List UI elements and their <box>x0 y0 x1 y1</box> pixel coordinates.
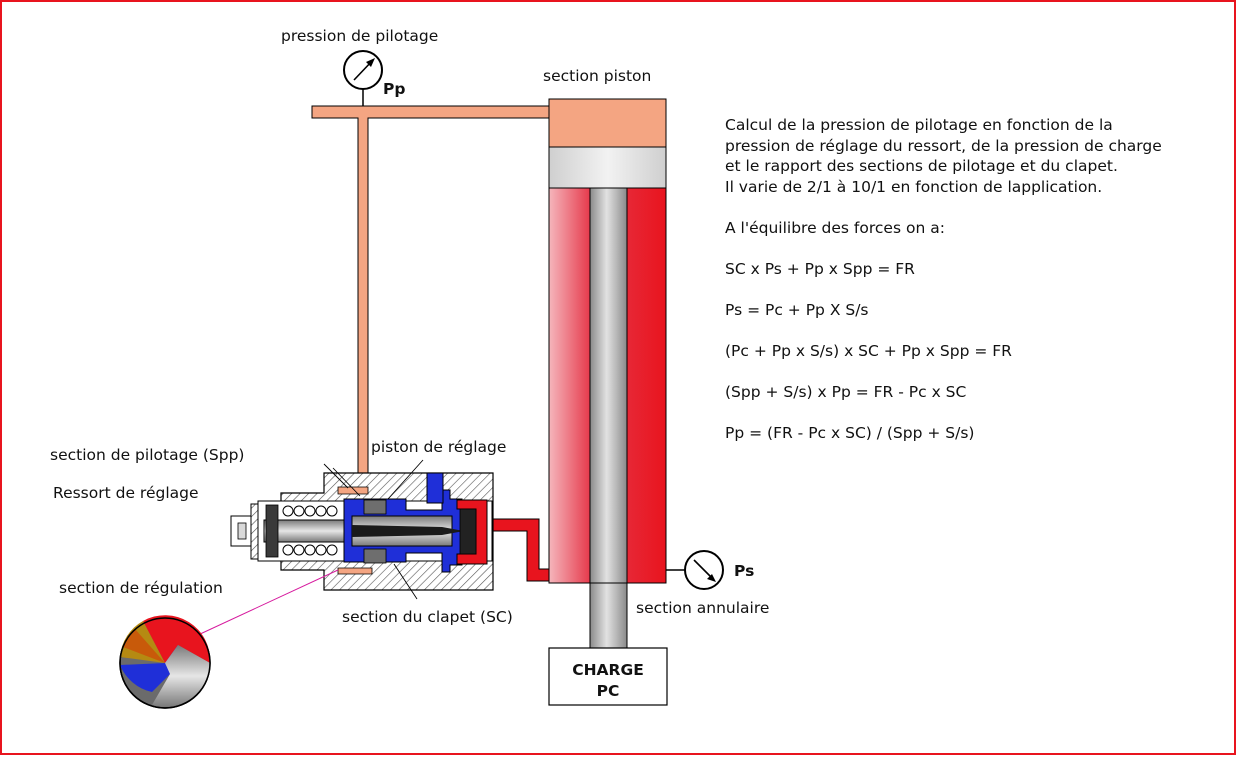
label-charge: CHARGE <box>572 661 644 679</box>
label-pp: Pp <box>383 80 405 98</box>
magnified-regulation-detail <box>119 615 211 709</box>
callout-pointers <box>197 459 424 636</box>
valve-assembly <box>230 472 494 591</box>
label-ressort-reglage: Ressort de réglage <box>53 484 199 502</box>
ps-pressure-gauge <box>666 550 724 590</box>
pilot-pressure-gauge <box>343 50 383 106</box>
label-piston-reglage: piston de réglage <box>371 438 506 456</box>
intro-line: Calcul de la pression de pilotage en fon… <box>725 116 1113 134</box>
equation-3: (Pc + Pp x S/s) x SC + Pp x Spp = FR <box>725 341 1012 360</box>
equation-4: (Spp + S/s) x Pp = FR - Pc x SC <box>725 382 967 401</box>
intro-line: Il varie de 2/1 à 10/1 en fonction de la… <box>725 177 1103 196</box>
label-pc: PC <box>597 682 620 700</box>
charge-box <box>548 647 668 706</box>
explanation-text: Calcul de la pression de pilotage en fon… <box>725 115 1225 464</box>
equation-1: SC x Ps + Pp x Spp = FR <box>725 259 915 278</box>
pilot-line <box>311 105 550 488</box>
cylinder <box>548 98 667 649</box>
label-section-annulaire: section annulaire <box>636 599 769 617</box>
label-pression-pilotage: pression de pilotage <box>281 27 438 45</box>
intro-line: pression de réglage du ressort, de la pr… <box>725 136 1162 155</box>
label-ps: Ps <box>734 562 754 580</box>
label-section-clapet: section du clapet (SC) <box>342 608 513 626</box>
label-section-regulation: section de régulation <box>59 579 223 597</box>
intro-line: et le rapport des sections de pilotage e… <box>725 157 1118 175</box>
equation-5: Pp = (FR - Pc x SC) / (Spp + S/s) <box>725 423 975 442</box>
equilibrium-statement: A l'équilibre des forces on a: <box>725 218 945 237</box>
explanation-intro: Calcul de la pression de pilotage en fon… <box>725 115 1225 197</box>
pressure-pipe <box>486 518 550 582</box>
label-section-piston: section piston <box>543 67 651 85</box>
label-section-pilotage: section de pilotage (Spp) <box>50 446 244 464</box>
equation-2: Ps = Pc + Pp X S/s <box>725 300 869 319</box>
